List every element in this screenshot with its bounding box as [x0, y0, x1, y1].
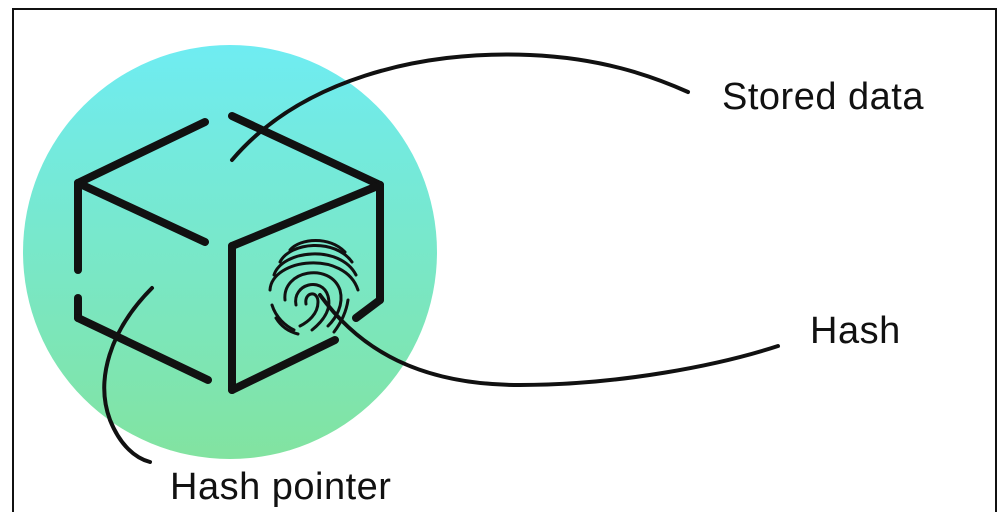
stored-data-connector	[230, 52, 690, 162]
hash-pointer-connector	[102, 286, 154, 464]
cube-icon	[74, 112, 384, 394]
hash-pointer-label: Hash pointer	[170, 466, 392, 508]
hash-connector	[318, 293, 780, 388]
hash-label: Hash	[810, 310, 901, 352]
stored-data-label: Stored data	[722, 76, 924, 118]
